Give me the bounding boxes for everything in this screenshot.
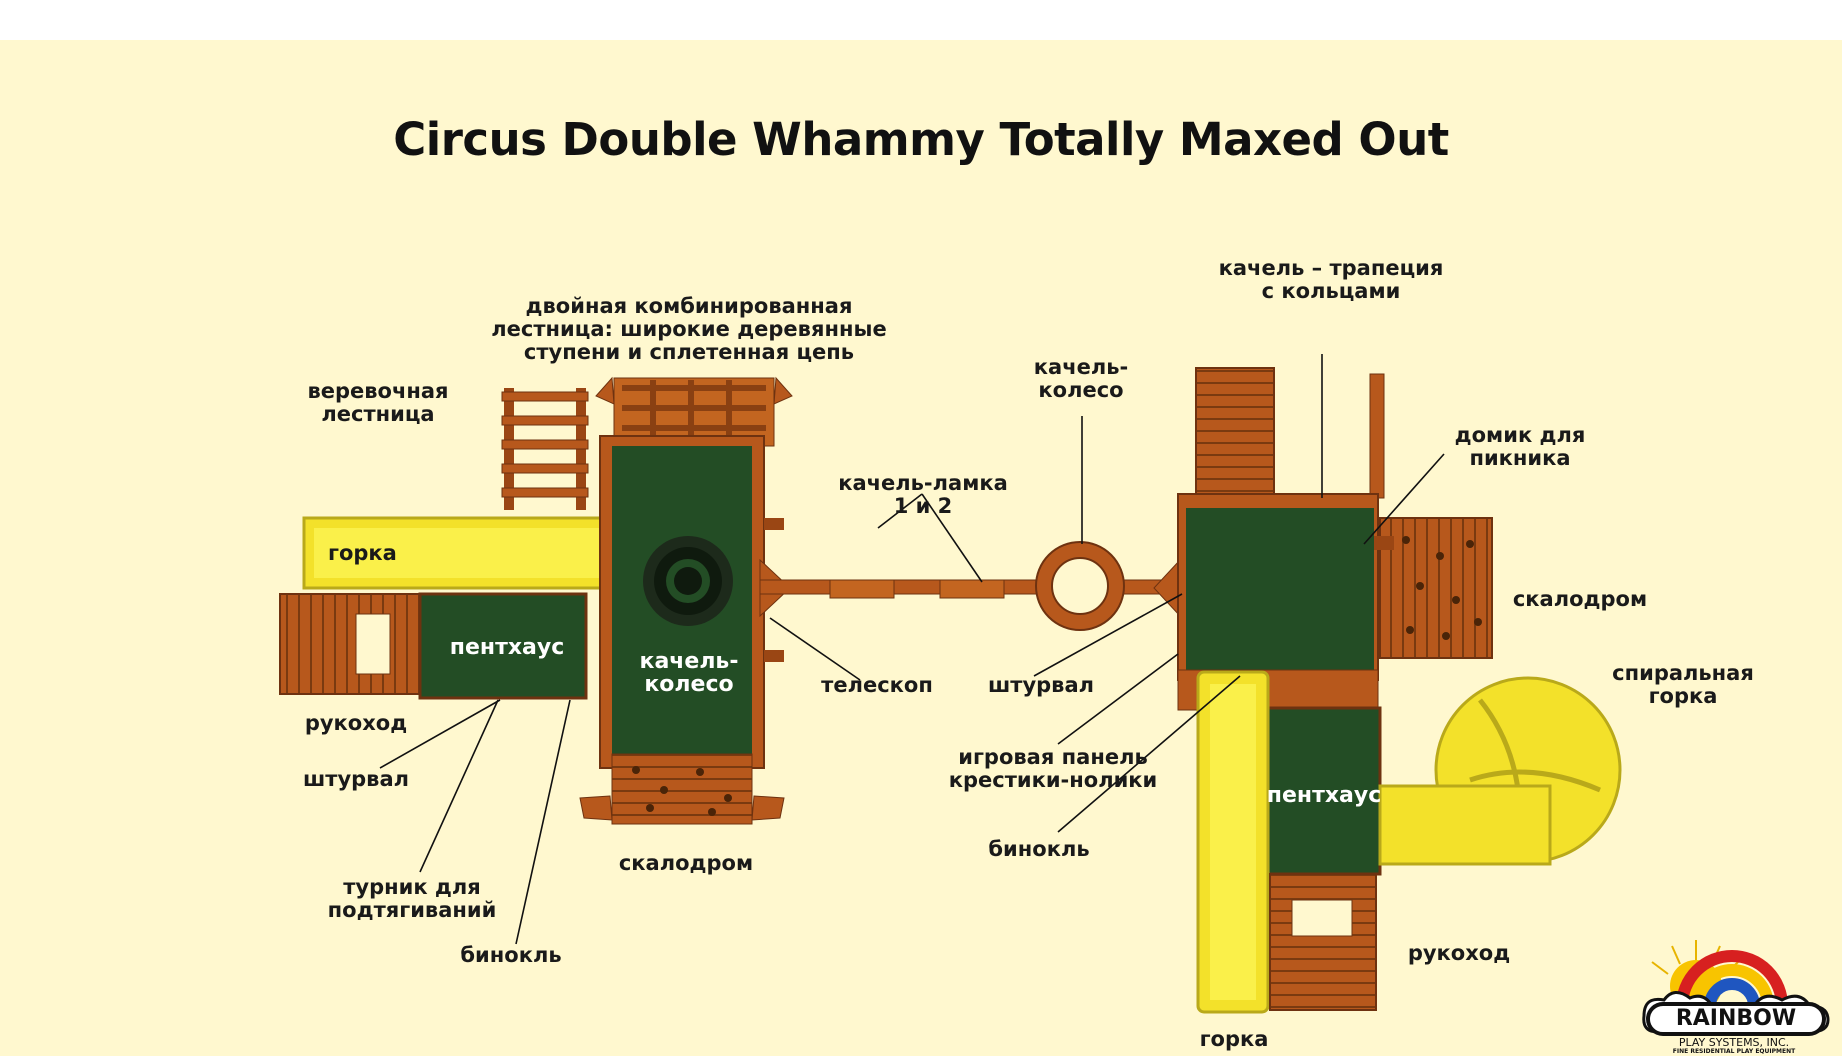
label-right-penthouse: пентхаус [1266, 783, 1382, 808]
belt-swing-1 [829, 579, 895, 599]
right-tower [1177, 367, 1622, 1014]
label-left-rock-wall: скалодром [618, 851, 754, 875]
label-left-tire-swing: качель-колесо [639, 649, 739, 697]
label-left-penthouse: пентхаус [449, 635, 565, 660]
label-left-slide: горка [328, 541, 397, 565]
left-tower [279, 376, 793, 825]
label-mid-tire-swing: качель-колесо [1033, 355, 1129, 402]
top-ramp [1195, 367, 1275, 499]
label-left-monkey-bars: рукоход [304, 711, 408, 735]
left-penthouse [418, 592, 588, 700]
page-title: Circus Double Whammy Totally Maxed Out [393, 113, 1449, 166]
label-left-binoculars: бинокль [460, 943, 562, 967]
label-right-wheel: штурвал [987, 673, 1095, 697]
label-right-rock-wall: скалодром [1512, 587, 1648, 611]
trapeze-post [1369, 373, 1385, 499]
label-right-binoculars: бинокль [988, 837, 1090, 861]
right-deck [1186, 508, 1374, 672]
leader-lines [379, 354, 1445, 945]
label-right-monkey-bars: рукоход [1407, 941, 1511, 965]
logo-brand: RAINBOW [1675, 1006, 1797, 1031]
label-bottom-slide: горка [1199, 1027, 1269, 1051]
spiral-slide [1378, 676, 1622, 866]
right-penthouse [1266, 706, 1382, 876]
logo-company: PLAY SYSTEMS, INC. [1678, 1036, 1790, 1049]
right-rock-wall [1379, 517, 1493, 659]
label-telescope: телескоп [821, 673, 933, 697]
brand-logo: RAINBOW PLAY SYSTEMS, INC. [1634, 920, 1834, 1050]
swing-beam [759, 541, 1181, 631]
right-monkey-bars [1269, 873, 1377, 1011]
rainbow-sun-cloud-icon [1642, 940, 1830, 1036]
label-left-wheel: штурвал [302, 767, 410, 791]
left-monkey-bars [279, 593, 421, 695]
rope-ladder [501, 388, 589, 510]
left-rock-wall [579, 753, 785, 825]
logo-tagline: FINE RESIDENTIAL PLAY EQUIPMENT [1672, 1048, 1796, 1055]
double-ladder [595, 376, 793, 447]
belt-swing-2 [939, 579, 1005, 599]
